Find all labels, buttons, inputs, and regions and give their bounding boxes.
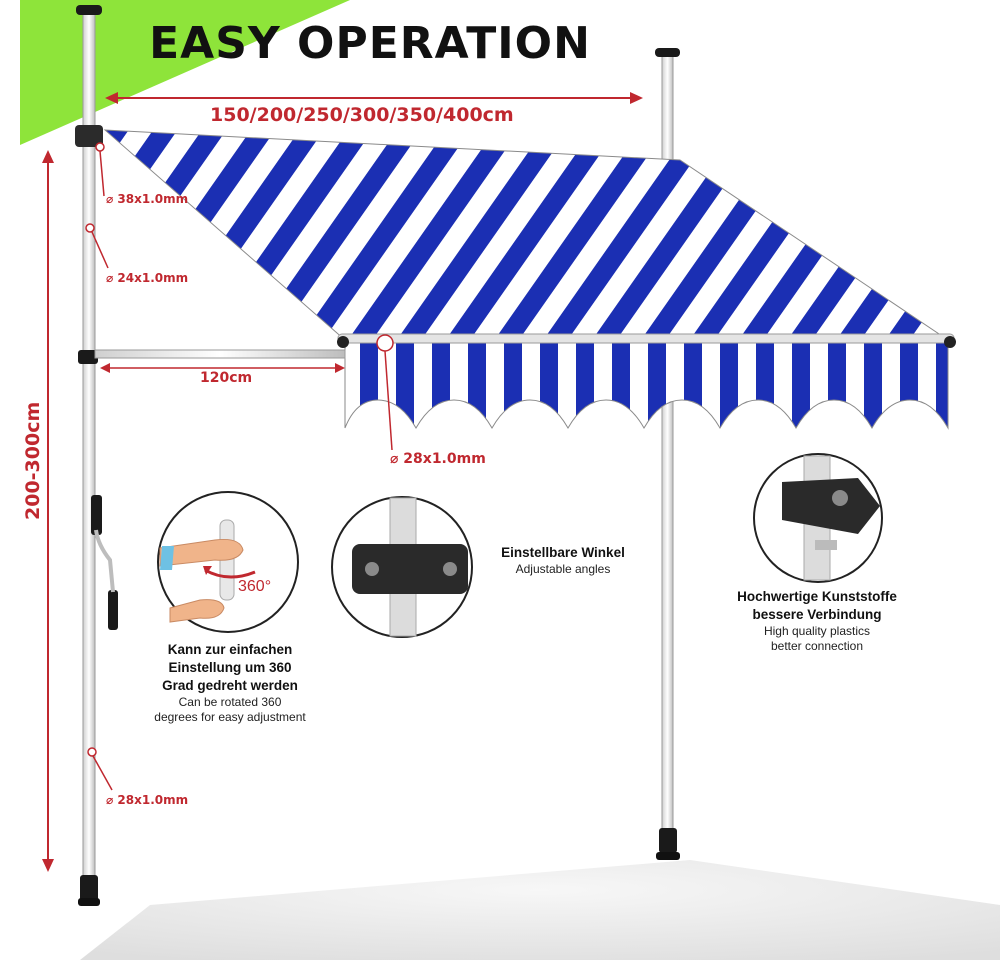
plastics-caption: Hochwertige Kunststoffe bessere Verbindu…	[712, 588, 922, 654]
page-title: EASY OPERATION	[149, 18, 591, 69]
rotation-caption-de-2: Einstellung um 360	[168, 660, 292, 675]
right-pole	[655, 48, 680, 860]
plastics-caption-en-1: High quality plastics	[763, 624, 871, 638]
spec-front-bar: ⌀ 28x1.0mm	[390, 451, 486, 467]
plastics-caption-de-1: Hochwertige Kunststoffe	[737, 589, 897, 604]
floor-shadow	[80, 860, 1000, 960]
spec-lower-pole: ⌀ 28x1.0mm	[106, 793, 189, 807]
spec-mid-pole: ⌀ 24x1.0mm	[106, 271, 189, 285]
spec-top-pole: ⌀ 38x1.0mm	[106, 192, 189, 206]
width-dimension-arrow	[105, 92, 643, 104]
plastics-detail-circle	[753, 453, 883, 583]
width-dimension-label: 150/200/250/300/350/400cm	[210, 104, 514, 126]
arm-length-label: 120cm	[200, 370, 253, 386]
awning-canopy	[103, 129, 956, 430]
rotation-detail-circle	[157, 491, 299, 633]
plastics-caption-de-2: bessere Verbindung	[752, 607, 882, 622]
rotation-caption-en-1: Can be rotated 360	[178, 695, 282, 709]
angle-detail-circle	[331, 496, 473, 638]
rotation-caption: Kann zur einfachen Einstellung um 360 Gr…	[130, 641, 330, 725]
awning-arm	[94, 349, 346, 359]
rotation-badge: 360°	[238, 578, 272, 595]
angles-caption-de-1: Einstellbare Winkel	[501, 545, 625, 560]
height-dimension-arrow	[42, 150, 54, 872]
angles-caption: Einstellbare Winkel Adjustable angles	[478, 544, 648, 577]
green-corner-accent	[20, 0, 350, 145]
spec-callouts	[85, 142, 394, 791]
rotation-caption-en-2: degrees for easy adjustment	[154, 710, 306, 724]
plastics-caption-en-2: better connection	[770, 639, 864, 653]
rotation-caption-de-3: Grad gedreht werden	[162, 678, 298, 693]
arm-dimension-arrow	[100, 363, 345, 373]
rotation-caption-de-1: Kann zur einfachen	[167, 642, 293, 657]
angles-caption-en-1: Adjustable angles	[515, 562, 611, 576]
height-dimension-label: 200-300cm	[22, 401, 44, 520]
left-pole	[75, 5, 118, 906]
